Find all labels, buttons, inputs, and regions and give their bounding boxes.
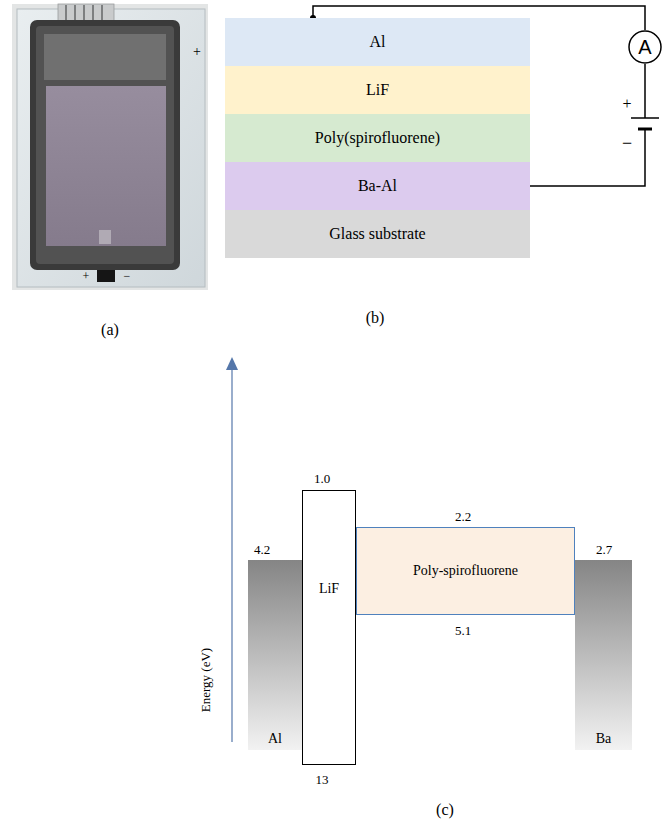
battery-lead [644,116,646,118]
panel-label: (a) [101,322,119,338]
axis-line [231,368,232,742]
photo-mark: − [124,270,131,282]
electrode-level-bar: Al [248,560,302,750]
axis-arrow-head [226,357,238,370]
node-text: Al [370,33,386,51]
panel-label: (b) [366,310,385,326]
encapsulation-inner [36,26,174,264]
polymer-gap-box: Poly-spirofluorene [356,527,575,615]
encapsulation-frame [30,20,180,270]
glass-plate [17,9,205,287]
photo-mark: + [193,45,201,59]
node-text: Al [268,731,282,747]
energy-value: 2.2 [455,510,471,523]
node-text: Glass substrate [329,225,425,243]
active-area [46,86,166,246]
node-text: LiF [366,81,389,99]
node-text: Poly(spirofluorene) [315,129,440,147]
polarity-sign: − [622,134,632,152]
barrier-box: LiF [302,490,356,765]
layer-band: Ba-Al [225,162,530,210]
energy-value: 1.0 [314,472,330,485]
node-text: A [638,36,651,59]
battery-symbol [631,116,659,132]
layer-band: Al [225,18,530,66]
polarity-sign: + [622,96,631,112]
node-text: Ba [596,731,612,747]
device-photo [12,4,208,290]
node-text: Poly-spirofluorene [413,563,518,579]
panel-label: (c) [436,802,454,818]
layer-band: Poly(spirofluorene) [225,114,530,162]
node-text: LiF [319,581,339,597]
axis-title: Energy (eV) [199,648,212,712]
battery-lead [644,129,646,132]
electrode-level-bar: Ba [575,560,632,750]
photo-background [12,4,208,290]
photo-mark: + [83,270,90,282]
contact-tab [99,230,111,244]
energy-value: 2.7 [596,543,612,556]
energy-value: 5.1 [455,624,471,637]
terminal-pad [97,270,115,282]
layer-band: LiF [225,66,530,114]
electrode-area [44,34,166,80]
energy-value: 4.2 [254,543,270,556]
ammeter-ring [629,31,661,63]
circuit-wire [530,64,645,186]
energy-axis [226,357,238,742]
energy-value: 13 [316,773,329,786]
layer-band: Glass substrate [225,210,530,258]
node-text: Ba-Al [358,177,397,195]
ammeter-circle: A [628,30,662,64]
